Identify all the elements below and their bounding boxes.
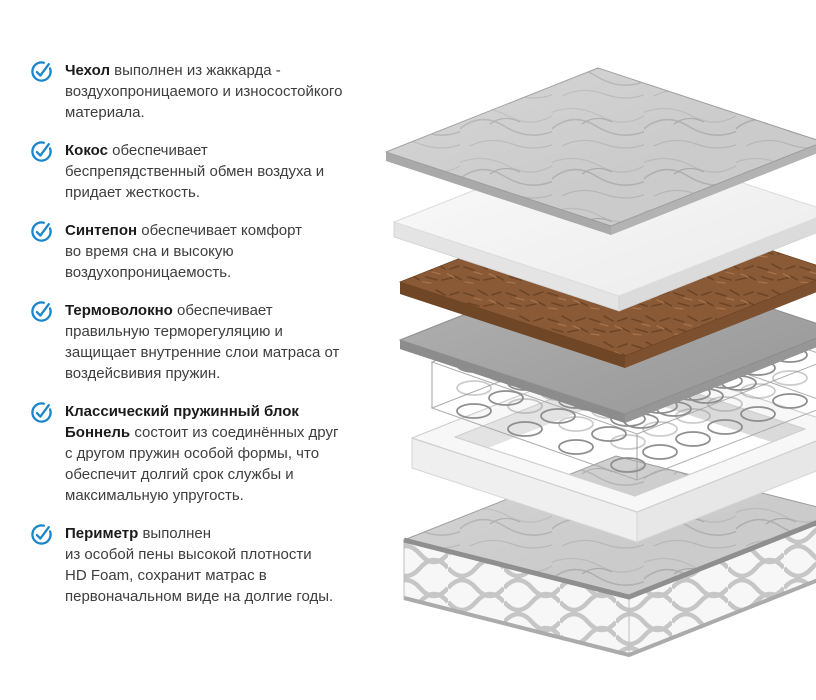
feature-title: Кокос: [65, 142, 108, 159]
feature-item-coconut: Кокос обеспечивает беспрепядственный обм…: [30, 140, 388, 203]
check-icon: [31, 402, 52, 423]
feature-text: Периметр выполнен из особой пены высокой…: [65, 523, 333, 607]
perimeter-frame: [411, 353, 816, 543]
feature-item-perimeter: Периметр выполнен из особой пены высокой…: [30, 523, 388, 607]
feature-item-sintepon: Синтепон обеспечивает комфорт во время с…: [30, 220, 388, 283]
feature-text: Чехол выполнен из жаккарда - воздухопрон…: [65, 60, 342, 123]
feature-title: Классический пружинный блок Боннель: [65, 403, 299, 441]
feature-description: обеспечивает правильную терморегуляцию и…: [65, 302, 340, 382]
feature-text: Классический пружинный блок Боннель сост…: [65, 401, 338, 506]
feature-description: обеспечивает комфорт во время сна и высо…: [65, 222, 303, 281]
check-icon: [31, 524, 52, 545]
feature-list: Чехол выполнен из жаккарда - воздухопрон…: [30, 60, 388, 607]
feature-item-bonnell: Классический пружинный блок Боннель сост…: [30, 401, 388, 506]
feature-description: состоит из соединённых друг с другом пру…: [65, 424, 339, 504]
feature-title: Периметр: [65, 525, 139, 542]
feature-title: Синтепон: [65, 222, 138, 239]
feature-description: выполнен из особой пены высокой плотност…: [65, 525, 334, 605]
feature-text: Термоволокно обеспечивает правильную тер…: [65, 300, 339, 384]
jacquard-cover-layer: [385, 67, 816, 235]
feature-description: обеспечивает беспрепядственный обмен воз…: [65, 142, 325, 201]
feature-title: Термоволокно: [65, 302, 173, 319]
feature-title: Чехол: [65, 62, 110, 79]
check-icon: [31, 301, 52, 322]
feature-description: выполнен из жаккарда - воздухопроницаемо…: [65, 62, 343, 121]
check-icon: [31, 61, 52, 82]
feature-item-thermal-fiber: Термоволокно обеспечивает правильную тер…: [30, 300, 388, 384]
feature-text: Кокос обеспечивает беспрепядственный обм…: [65, 140, 324, 203]
check-icon: [31, 141, 52, 162]
feature-item-cover: Чехол выполнен из жаккарда - воздухопрон…: [30, 60, 388, 123]
check-icon: [31, 221, 52, 242]
feature-text: Синтепон обеспечивает комфорт во время с…: [65, 220, 302, 283]
